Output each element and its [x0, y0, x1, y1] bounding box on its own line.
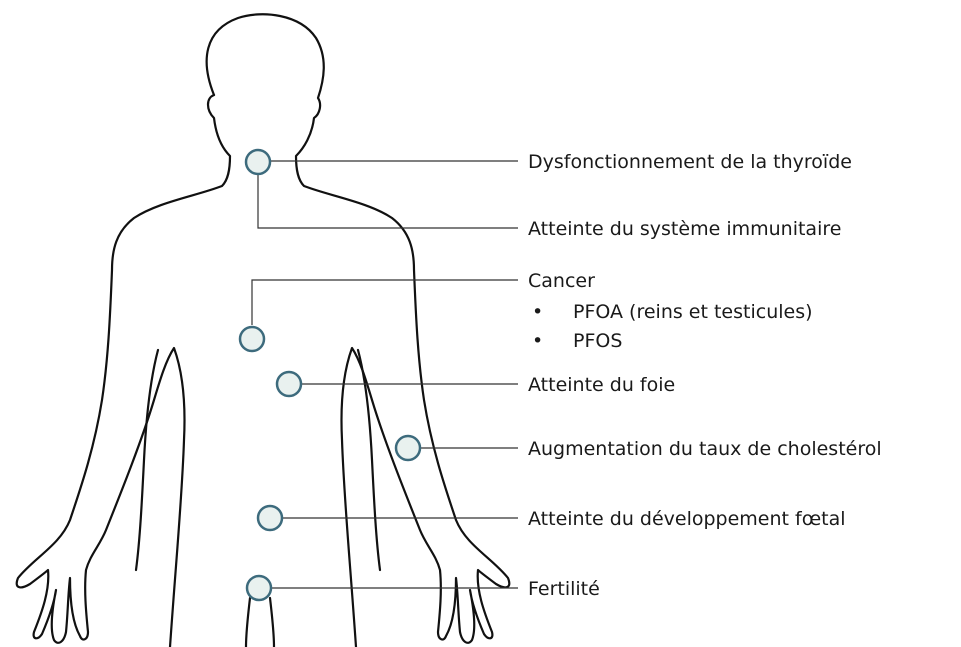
bullet-dot-2: • [532, 330, 543, 352]
marker-fertility [247, 576, 271, 600]
label-fertility: Fertilité [528, 578, 600, 600]
marker-liver [277, 372, 301, 396]
left-inner-arm [136, 350, 158, 570]
label-fetal: Atteinte du développement fœtal [528, 508, 846, 530]
label-immune: Atteinte du système immunitaire [528, 218, 841, 240]
right-inner-arm [358, 350, 380, 570]
label-liver: Atteinte du foie [528, 374, 675, 396]
connector-cancer [252, 280, 518, 325]
label-cancer-pfos: PFOS [573, 330, 622, 352]
label-cholesterol: Augmentation du taux de cholestérol [528, 438, 882, 460]
left-leg-inner [246, 598, 250, 647]
label-cancer-pfoa: PFOA (reins et testicules) [573, 301, 813, 323]
label-thyroid: Dysfonctionnement de la thyroïde [528, 151, 852, 173]
marker-cancer [240, 327, 264, 351]
right-leg-inner [270, 598, 274, 647]
label-cancer: Cancer [528, 270, 595, 292]
marker-cholesterol [396, 436, 420, 460]
body-silhouette-left [17, 95, 230, 647]
connector-immune [258, 175, 518, 228]
bullet-dot-1: • [532, 301, 543, 323]
marker-thyroid [246, 150, 270, 174]
marker-fetal [258, 506, 282, 530]
